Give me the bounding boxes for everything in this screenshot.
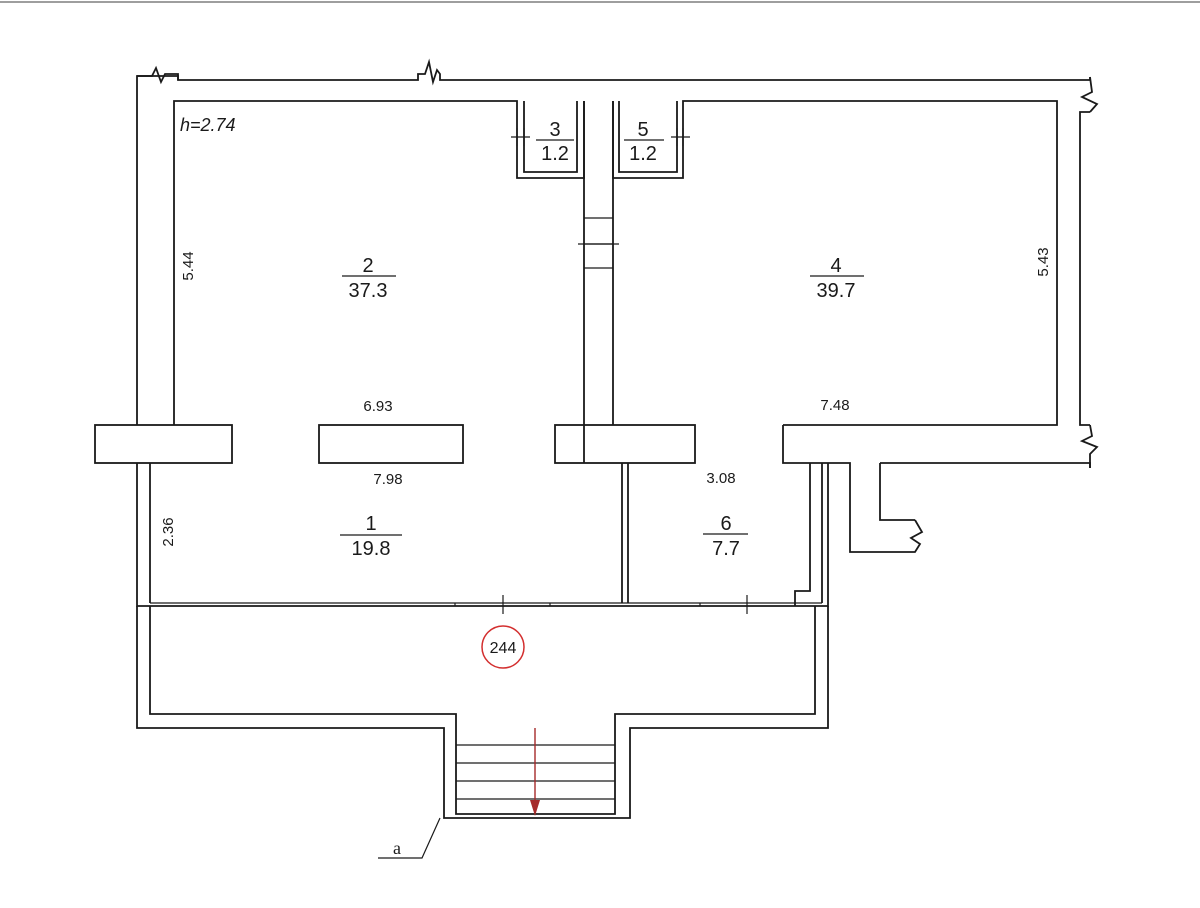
fraction-bars [340,139,864,536]
room-2-number: 2 [362,255,373,277]
room-1-area: 19.8 [352,538,391,560]
dim-room6-width: 3.08 [706,470,735,487]
dim-room4-lower-width: 7.48 [820,397,849,414]
porch-label-leader [378,817,441,859]
room-6-area: 7.7 [712,538,740,560]
ceiling-height-label: h=2.74 [180,115,236,135]
room-2-walls [173,100,585,425]
room-2-area: 37.3 [349,280,388,302]
lower-rooms [136,425,829,614]
dim-room2-height: 5.44 [180,251,197,280]
dim-room4-height: 5.43 [1035,247,1052,276]
stair-arrow-icon [530,728,540,816]
outer-wall-top [136,58,1099,425]
room-3-number: 3 [549,119,560,141]
doorway-2-4 [578,217,619,269]
dim-room1-height: 2.36 [160,517,177,546]
outer-wall-right [1079,111,1099,468]
mid-wall-piers [94,424,1091,553]
room-4-number: 4 [830,255,841,277]
room-5-number: 5 [637,119,648,141]
dim-room2-lower-width: 6.93 [363,398,392,415]
porch-label: a [393,838,401,858]
room-5-area: 1.2 [629,143,657,165]
building-id-marker [481,625,525,669]
room-3-area: 1.2 [541,143,569,165]
room-4-area: 39.7 [817,280,856,302]
room-1-number: 1 [365,513,376,535]
wc-door-marks [511,128,690,146]
porch [136,606,829,819]
room-6-number: 6 [720,513,731,535]
dim-room1-upper-width: 7.98 [373,471,402,488]
building-id-label: 244 [490,640,517,657]
